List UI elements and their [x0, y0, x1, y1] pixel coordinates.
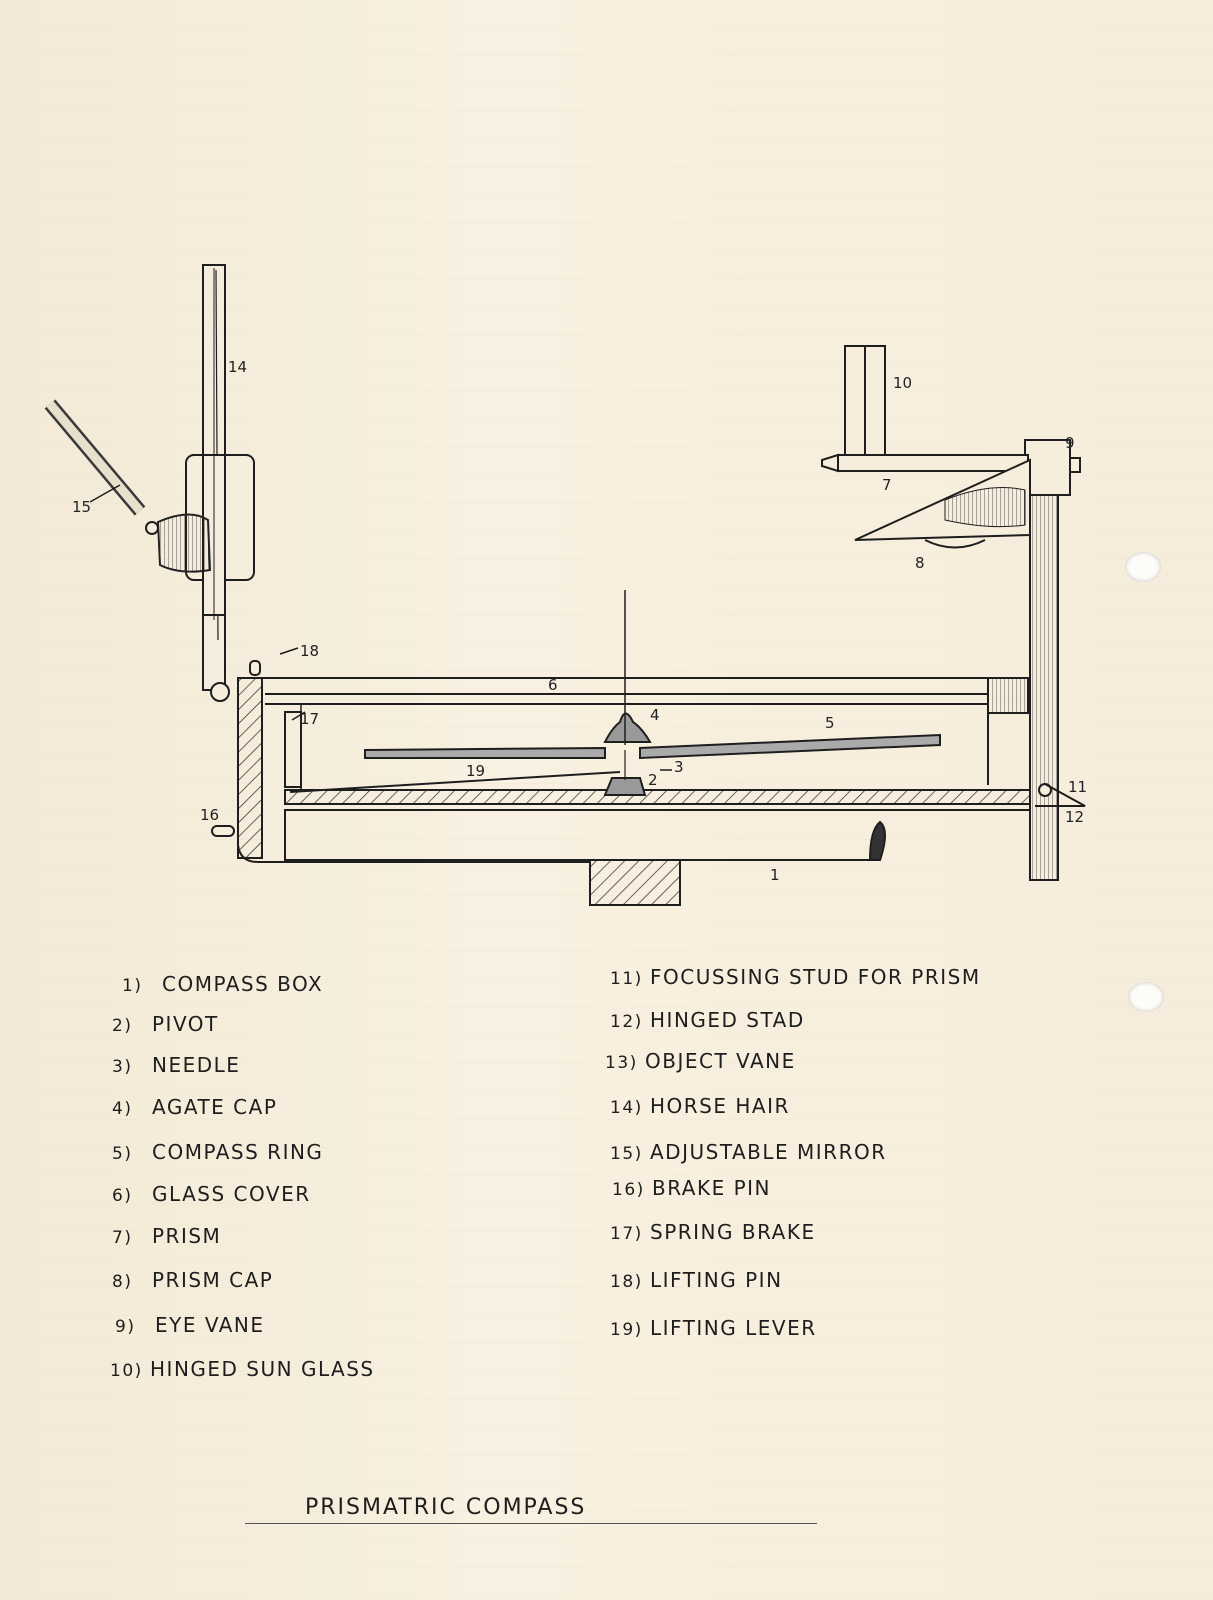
callout-9: 9	[1065, 434, 1075, 452]
legend-item: 16)BRAKE PIN	[612, 1176, 772, 1200]
callout-15: 15	[72, 498, 91, 516]
eye-vane	[1024, 439, 1071, 496]
callout-10: 10	[893, 374, 912, 392]
legend-item: 17)SPRING BRAKE	[610, 1220, 816, 1244]
callout-12: 12	[1065, 808, 1084, 826]
spring-brake	[284, 711, 302, 788]
legend-item: 15)ADJUSTABLE MIRROR	[610, 1140, 887, 1164]
legend-item: 6)GLASS COVER	[112, 1182, 311, 1206]
legend-item: 19)LIFTING LEVER	[610, 1316, 817, 1340]
punch-hole-bottom	[1128, 982, 1164, 1012]
legend-item: 11)FOCUSSING STUD FOR PRISM	[610, 965, 981, 989]
callout-3: 3	[674, 758, 684, 776]
glass-cover	[265, 693, 988, 705]
title-underline	[245, 1523, 817, 1524]
prism-cap	[924, 539, 986, 549]
callout-5: 5	[825, 714, 835, 732]
legend-item: 3)NEEDLE	[112, 1053, 241, 1077]
diagram-title: PRISMATRIC COMPASS	[305, 1495, 587, 1520]
pivot	[603, 777, 647, 796]
compass-ring	[364, 733, 941, 760]
callout-6: 6	[548, 676, 558, 694]
legend-item: 1)COMPASS BOX	[122, 972, 324, 996]
lifting-lever	[289, 771, 621, 793]
agate-cap	[603, 712, 652, 743]
hinged-sun-glass	[821, 345, 1029, 473]
compass-box	[237, 677, 1031, 906]
legend-item: 8)PRISM CAP	[112, 1268, 274, 1292]
callout-11: 11	[1068, 778, 1087, 796]
legend-item: 12)HINGED STAD	[610, 1008, 805, 1032]
callout-7: 7	[882, 476, 892, 494]
adjustable-mirror	[44, 399, 212, 573]
callout-16: 16	[200, 806, 219, 824]
legend-item: 10)HINGED SUN GLASS	[110, 1357, 375, 1381]
legend-item: 4)AGATE CAP	[112, 1095, 278, 1119]
callout-1: 1	[770, 866, 780, 884]
legend-item: 2)PIVOT	[112, 1012, 219, 1036]
legend-item: 18)LIFTING PIN	[610, 1268, 783, 1292]
legend-item: 9)EYE VANE	[115, 1313, 265, 1337]
legend-item: 7)PRISM	[112, 1224, 222, 1248]
callout-8: 8	[915, 554, 925, 572]
legend-item: 13)OBJECT VANE	[605, 1049, 796, 1073]
lifting-pin	[249, 660, 261, 676]
callout-18: 18	[300, 642, 319, 660]
callout-17: 17	[300, 710, 319, 728]
punch-hole-top	[1125, 552, 1161, 582]
callout-14: 14	[228, 358, 247, 376]
hinged-stad	[1029, 439, 1059, 881]
brake-pin	[211, 825, 235, 837]
object-vane	[185, 264, 255, 691]
callout-19: 19	[466, 762, 485, 780]
legend-item: 14)HORSE HAIR	[610, 1094, 790, 1118]
legend-item: 5)COMPASS RING	[112, 1140, 324, 1164]
callout-4: 4	[650, 706, 660, 724]
callout-2: 2	[648, 771, 658, 789]
